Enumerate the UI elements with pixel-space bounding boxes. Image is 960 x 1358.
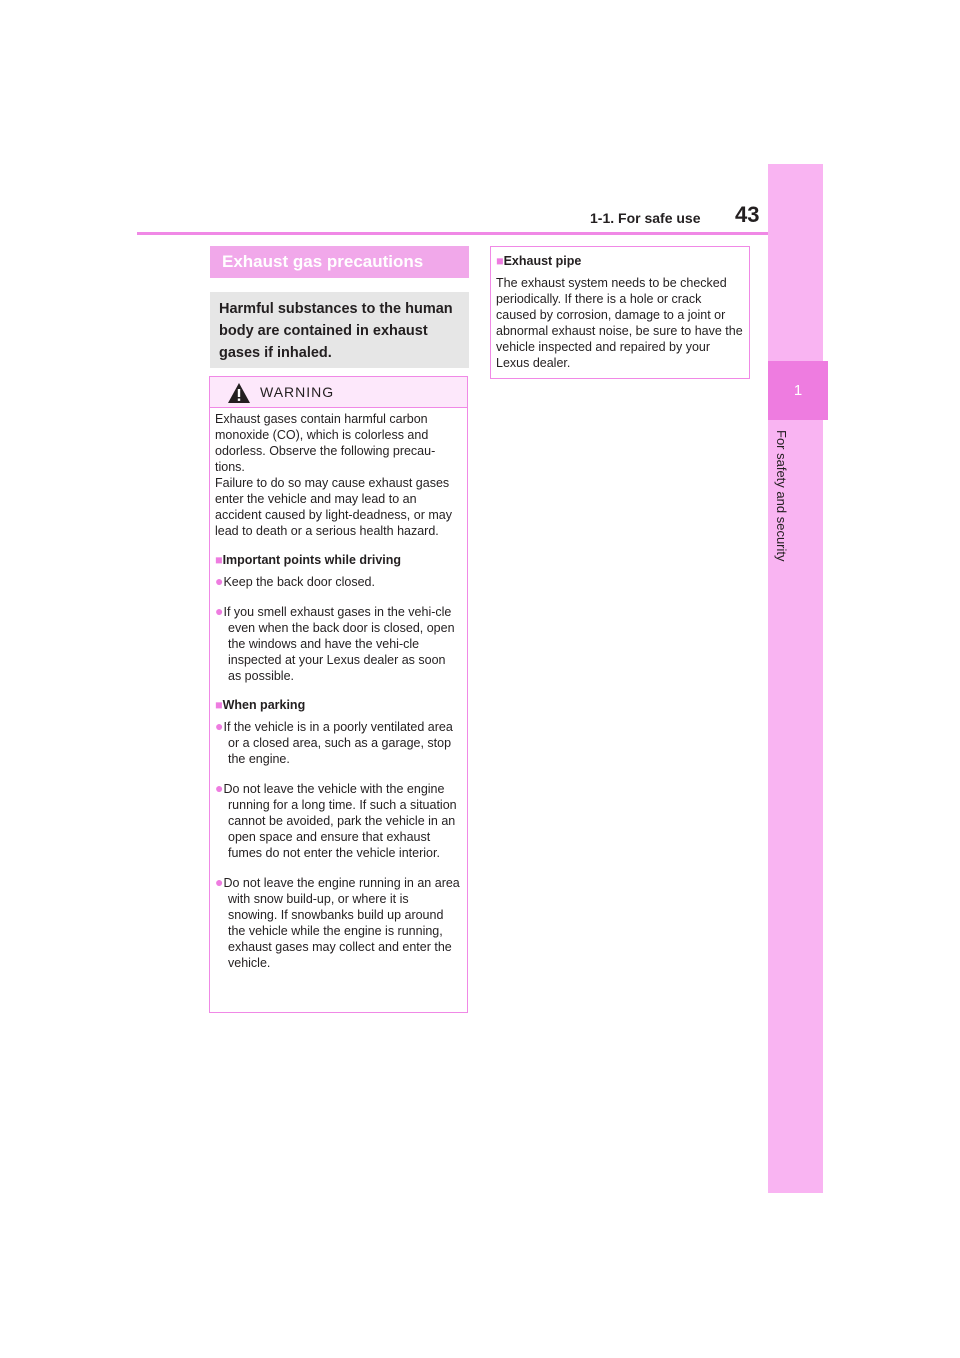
circle-bullet-icon: ● (215, 874, 224, 890)
circle-bullet-icon: ● (215, 718, 224, 734)
list-item-text: Do not leave the engine running in an ar… (223, 876, 460, 970)
warning-triangle-icon (228, 383, 250, 403)
exhaust-pipe-box: ■Exhaust pipe The exhaust system needs t… (490, 246, 750, 379)
square-bullet-icon: ■ (215, 698, 223, 712)
list-item-text: Do not leave the vehicle with the engine… (223, 782, 457, 860)
list-item-text: Keep the back door closed. (223, 575, 375, 589)
warning-intro-1: Exhaust gases contain harmful carbon mon… (215, 412, 436, 474)
chapter-tab (768, 164, 823, 1193)
topic-summary: Harmful substances to the human body are… (219, 301, 453, 361)
circle-bullet-icon: ● (215, 573, 224, 589)
chapter-number: 1 (768, 361, 828, 420)
warning-body: Exhaust gases contain harmful carbon mon… (215, 411, 460, 971)
parking-heading: When parking (222, 698, 306, 712)
warning-box: WARNING Exhaust gases contain harmful ca… (209, 376, 468, 1013)
list-item: ●If you smell exhaust gases in the vehi-… (215, 603, 460, 684)
driving-heading: Important points while driving (222, 553, 402, 567)
exhaust-pipe-text: The exhaust system needs to be checked p… (496, 276, 743, 370)
section-heading: 1-1. For safe use (590, 210, 701, 226)
header-rule (137, 232, 768, 235)
list-item-text: If the vehicle is in a poorly ventilated… (223, 720, 453, 766)
list-item: ●Keep the back door closed. (215, 573, 460, 590)
square-bullet-icon: ■ (215, 553, 223, 567)
chapter-title-wrap: For safety and security (768, 430, 823, 650)
list-item: ●If the vehicle is in a poorly ventilate… (215, 718, 460, 767)
exhaust-pipe-heading: Exhaust pipe (503, 254, 582, 268)
warning-intro-2: Failure to do so may cause exhaust gases… (215, 476, 452, 538)
warning-label: WARNING (260, 384, 335, 400)
topic-title-bar: Exhaust gas precautions (210, 246, 469, 278)
circle-bullet-icon: ● (215, 603, 224, 619)
parking-heading-row: ■When parking (215, 697, 460, 713)
topic-summary-box: Harmful substances to the human body are… (210, 292, 469, 368)
circle-bullet-icon: ● (215, 780, 224, 796)
driving-heading-row: ■Important points while driving (215, 552, 460, 568)
square-bullet-icon: ■ (496, 254, 504, 268)
chapter-title: For safety and security (774, 430, 789, 562)
list-item: ●Do not leave the vehicle with the engin… (215, 780, 460, 861)
topic-title: Exhaust gas precautions (222, 252, 424, 271)
list-item: ●Do not leave the engine running in an a… (215, 874, 460, 971)
list-item-text: If you smell exhaust gases in the vehi-c… (223, 605, 455, 683)
warning-header: WARNING (210, 377, 467, 408)
page-number: 43 (735, 202, 760, 227)
exhaust-pipe-heading-row: ■Exhaust pipe (496, 253, 744, 269)
exhaust-pipe-body: ■Exhaust pipe The exhaust system needs t… (496, 253, 744, 371)
